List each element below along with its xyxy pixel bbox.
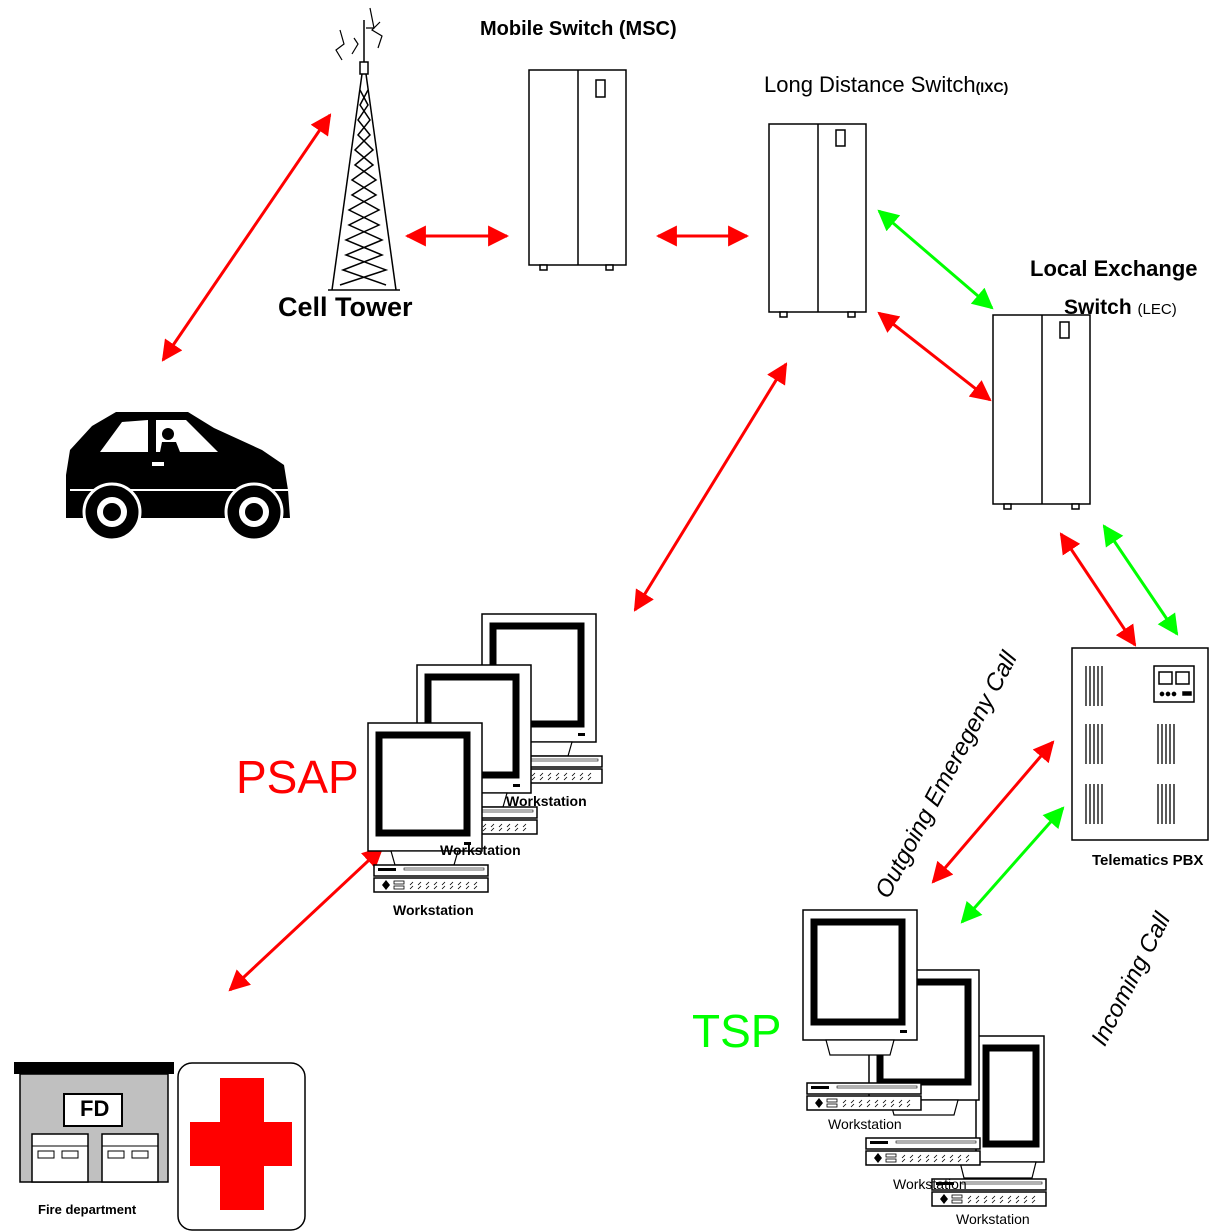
ixc-label-suffix: (IXC) (975, 79, 1009, 95)
psap-workstation-3-label: Workstation (506, 793, 587, 809)
psap-workstation-1-label: Workstation (393, 902, 474, 918)
link-incoming-call (960, 806, 1065, 924)
ixc-switch-icon (768, 123, 867, 318)
psap-label: PSAP (236, 751, 359, 803)
fire-department-building-icon (14, 1062, 174, 1183)
lec-switch-icon (992, 314, 1091, 510)
ixc-label: Long Distance Switch(IXC) (764, 72, 1008, 98)
pbx-icon (1071, 647, 1209, 841)
link-lec-pbx-green (1102, 524, 1179, 636)
link-ixc-lec-green (877, 209, 994, 310)
cell-tower-icon (328, 7, 400, 291)
fd-sign-label: FD (80, 1096, 110, 1121)
cell-tower-label: Cell Tower (278, 292, 413, 322)
link-ixc-lec-red (877, 311, 992, 402)
lec-label-suffix: (LEC) (1137, 301, 1177, 318)
tsp-workstation-2-label: Workstation (893, 1176, 967, 1192)
msc-switch-icon (528, 69, 627, 271)
tsp-workstation-1 (802, 909, 922, 1111)
psap-workstation-2-label: Workstation (440, 842, 521, 858)
link-car-tower (161, 113, 332, 362)
lec-label-line2: Switch (LEC) (1064, 296, 1177, 320)
link-ixc-psap (633, 362, 788, 612)
psap-workstation-1 (367, 722, 489, 893)
pbx-label: Telematics PBX (1092, 852, 1204, 869)
link-lec-pbx-red (1059, 532, 1137, 647)
tsp-workstation-3-label: Workstation (956, 1211, 1030, 1227)
msc-label: Mobile Switch (MSC) (480, 18, 677, 40)
tsp-workstation-1-label: Workstation (828, 1116, 902, 1132)
lec-label-line1: Local Exchange (1030, 256, 1198, 281)
car-icon (66, 412, 290, 542)
fire-department-label: Fire department (38, 1202, 137, 1217)
tsp-label: TSP (692, 1005, 782, 1057)
hospital-red-cross-icon (177, 1062, 306, 1231)
link-psap-fd (228, 846, 384, 992)
ixc-label-main: Long Distance Switch (764, 72, 976, 97)
tsp-workstation-3 (931, 1035, 1047, 1207)
lec-label-switch: Switch (1064, 296, 1132, 319)
